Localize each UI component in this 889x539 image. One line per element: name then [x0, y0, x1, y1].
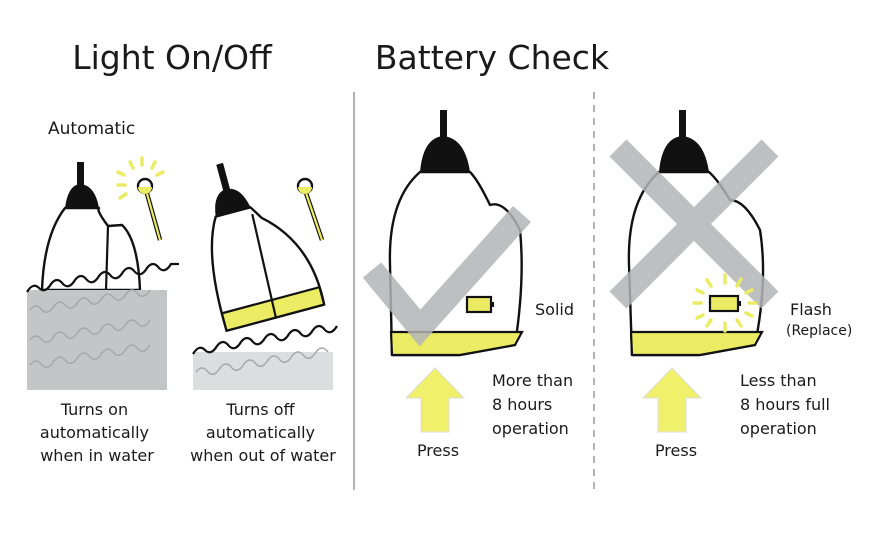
press-arrow-icon: [404, 367, 466, 433]
flash-label: Flash: [790, 300, 832, 319]
battery-low-description: Less than 8 hours full operation: [740, 371, 835, 438]
in-water-caption: Turns on automatically when in water: [40, 400, 154, 465]
checkmark-icon: [362, 205, 531, 347]
x-mark-icon: [609, 139, 779, 309]
press-label-ok: Press: [417, 441, 459, 460]
light-out-of-water-illustration: [192, 162, 338, 390]
battery-ok-description: More than 8 hours operation: [492, 371, 578, 438]
light-in-water-illustration: [26, 156, 179, 390]
out-of-water-caption: Turns off automatically when out of wate…: [190, 400, 336, 465]
automatic-label: Automatic: [48, 119, 135, 139]
water-deep: [27, 290, 167, 390]
title-battery-check: Battery Check: [375, 38, 610, 77]
replace-note: (Replace): [786, 323, 852, 339]
flash-rays-icon: [692, 273, 758, 333]
battery-low-illustration: [609, 110, 779, 433]
solid-label: Solid: [535, 300, 574, 319]
press-label-low: Press: [655, 441, 697, 460]
battery-solid-icon: [465, 295, 493, 314]
battery-ok-illustration: [362, 110, 531, 433]
battery-flash-icon: [708, 294, 740, 313]
title-light-on-off: Light On/Off: [72, 38, 273, 77]
press-arrow-icon: [641, 367, 703, 433]
